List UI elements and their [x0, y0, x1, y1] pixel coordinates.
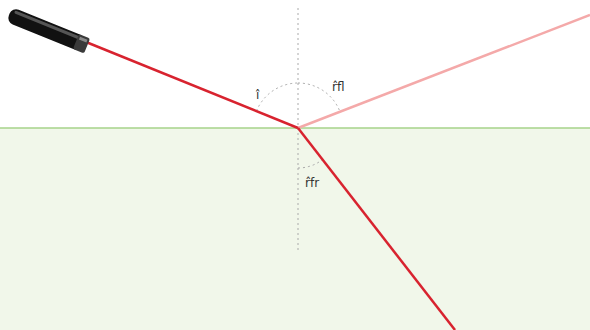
refracted-ray	[298, 128, 455, 330]
laser-pointer	[6, 7, 90, 53]
angle-label: î	[255, 88, 260, 102]
refraction-arc	[298, 160, 323, 168]
angle-label: r̂fr	[304, 176, 320, 190]
medium-region	[0, 128, 590, 330]
incident-ray	[86, 42, 298, 128]
incidence-arc	[257, 83, 299, 111]
angle-label: r̂fl	[331, 80, 346, 94]
reflected-ray	[298, 15, 590, 128]
